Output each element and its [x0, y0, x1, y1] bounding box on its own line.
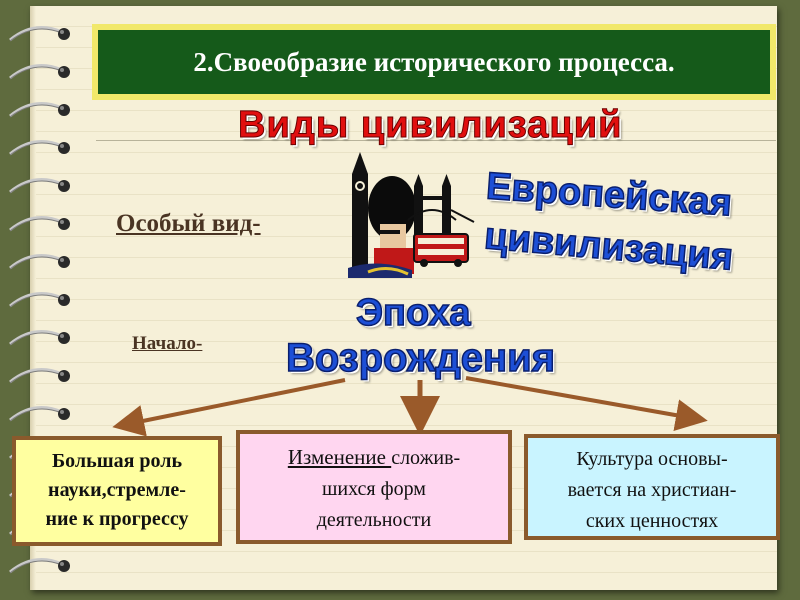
- divider-line: [96, 140, 776, 141]
- ring-icon: [9, 558, 70, 574]
- ring-icon: [9, 140, 70, 156]
- ring-icon: [9, 368, 70, 384]
- box2-line-rest: сложив-: [391, 447, 461, 469]
- arrow-right: [465, 376, 708, 431]
- ring-icon: [9, 406, 70, 422]
- box-christian-values: Культура основы- вается на христиан- ски…: [524, 434, 780, 540]
- special-kind-label: Особый вид-: [116, 210, 261, 237]
- ring-icon: [9, 64, 70, 80]
- epoch-wordart-line2: Возрождения: [285, 335, 556, 381]
- ring-icon: [9, 292, 70, 308]
- start-label: Начало-: [132, 333, 203, 354]
- ring-icon: [9, 254, 70, 270]
- title-banner: 2.Своеобразие исторического процесса.: [92, 24, 776, 100]
- ring-icon: [9, 178, 70, 194]
- box-science-progress: Большая роль науки,стремле- ние к прогре…: [12, 436, 222, 546]
- box3-line: ских ценностях: [585, 510, 719, 532]
- box1-line: Большая роль: [51, 450, 183, 472]
- epoch-wordart-line1: Эпоха: [355, 291, 471, 335]
- underlined-word: Изменение: [287, 445, 392, 469]
- box3-line: вается на христиан-: [567, 479, 737, 501]
- ring-icon: [9, 102, 70, 118]
- box-change-activity: Изменение сложив- шихся форм деятельност…: [236, 430, 512, 544]
- heading-wordart: Виды цивилизаций: [237, 104, 623, 147]
- london-landmarks-icon: [348, 152, 475, 278]
- arrow-left: [112, 378, 346, 437]
- slide-title: 2.Своеобразие исторического процесса.: [98, 30, 770, 94]
- box2-line: Изменение сложив-: [240, 442, 508, 474]
- box3-line: Культура основы-: [576, 448, 728, 470]
- page-edge: [30, 6, 36, 590]
- box2-line: деятельности: [316, 509, 432, 531]
- ring-icon: [9, 330, 70, 346]
- box1-line: ние к прогрессу: [45, 508, 189, 530]
- box2-line: шихся форм: [322, 478, 426, 500]
- ring-icon: [9, 26, 70, 42]
- box1-line: науки,стремле-: [48, 479, 186, 501]
- ring-icon: [9, 216, 70, 232]
